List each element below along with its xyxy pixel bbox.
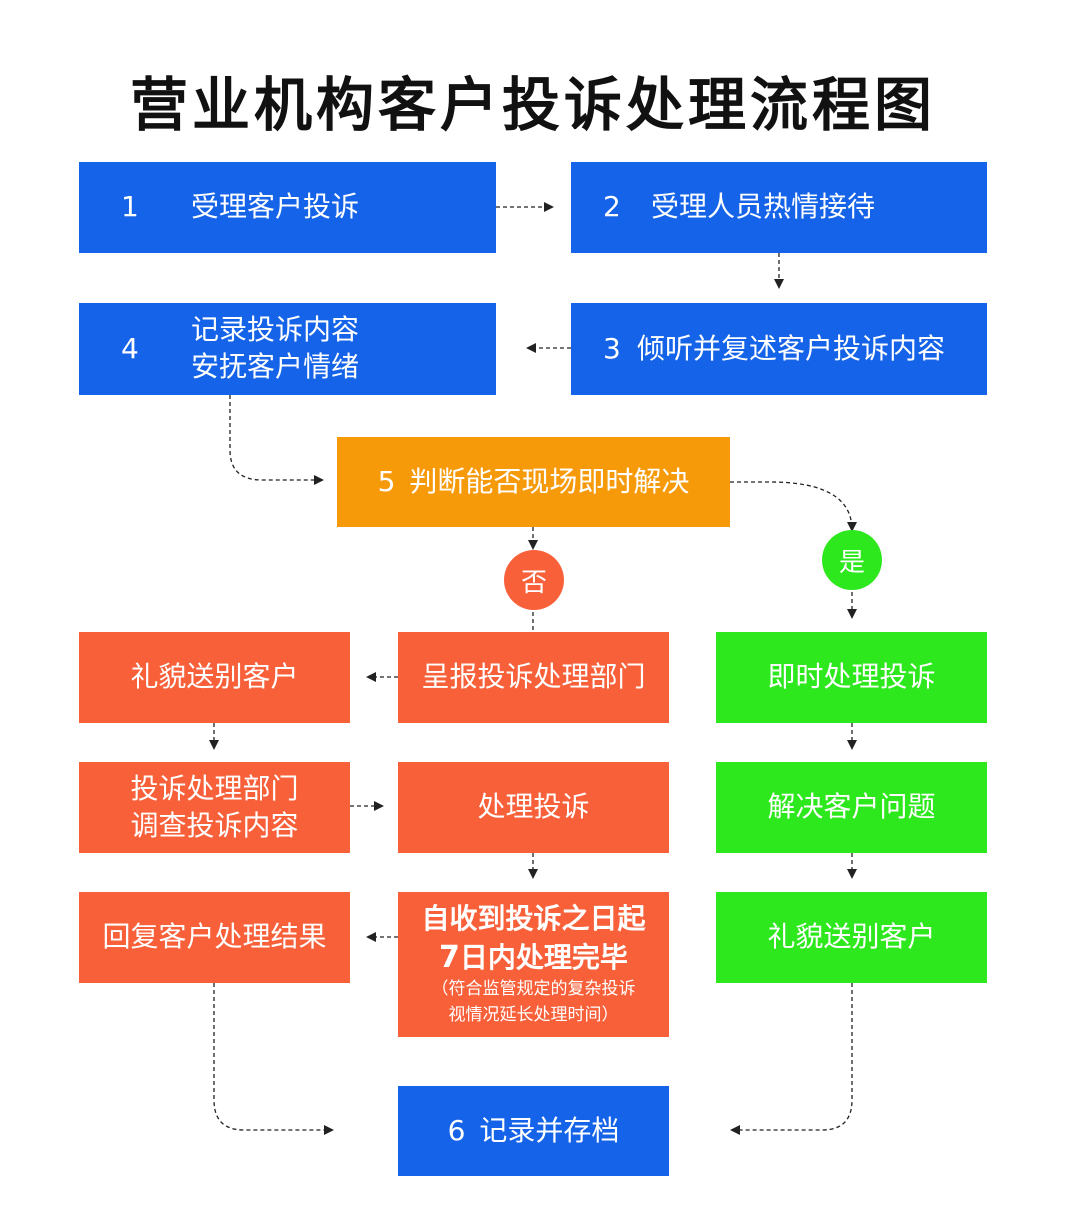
deadline-note-line1: （符合监管规定的复杂投诉 (431, 979, 636, 1000)
step-6-box: 6 记录并存档 (398, 1086, 669, 1176)
reply-result-box: 回复客户处理结果 (79, 892, 350, 983)
farewell-customer-yes-box: 礼貌送别客户 (716, 892, 987, 983)
step-2-text: 受理人员热情接待 (651, 190, 876, 224)
yes-circle: 是 (822, 530, 882, 590)
arrow-5-to-yes (730, 481, 857, 532)
deadline-note-line2: 视情况延长处理时间） (448, 1004, 619, 1025)
step-5-decision-box: 5 判断能否现场即时解决 (337, 437, 730, 527)
deadline-line1: 自收到投诉之日起 (421, 901, 646, 935)
investigate-line2: 调查投诉内容 (130, 808, 299, 842)
deadline-days: 7 (439, 939, 460, 975)
arrow-4-to-5 (229, 395, 324, 485)
step-1-number: 1 (121, 190, 139, 224)
investigate-box: 投诉处理部门 调查投诉内容 (79, 762, 350, 853)
deadline-box: 自收到投诉之日起 7日内处理完毕 （符合监管规定的复杂投诉 视情况延长处理时间） (398, 892, 669, 1037)
step-2-box: 2 受理人员热情接待 (571, 162, 987, 253)
farewell-customer-box: 礼貌送别客户 (79, 632, 350, 723)
deadline-line2: 日内处理完毕 (459, 940, 628, 974)
step-4-text-line1: 记录投诉内容 (191, 313, 360, 347)
step-5-text: 判断能否现场即时解决 (409, 464, 690, 498)
step-2-number: 2 (603, 190, 621, 224)
step-4-number: 4 (121, 331, 139, 365)
arrow-reply-to-archive (213, 983, 334, 1135)
step-3-text: 倾听并复述客户投诉内容 (637, 331, 946, 365)
handle-complaint-box: 处理投诉 (398, 762, 669, 853)
page-title: 营业机构客户投诉处理流程图 (129, 71, 936, 139)
step-4-box: 4 记录投诉内容 安抚客户情绪 (79, 303, 496, 395)
arrow-farewell-yes-to-archive (730, 983, 853, 1135)
handle-now-box: 即时处理投诉 (716, 632, 987, 723)
step-5-number: 5 (377, 464, 396, 498)
report-department-box: 呈报投诉处理部门 (398, 632, 669, 723)
step-3-number: 3 (603, 331, 621, 365)
solve-problem-box: 解决客户问题 (716, 762, 987, 853)
no-circle: 否 (504, 550, 564, 610)
step-6-text: 记录并存档 (479, 1113, 620, 1147)
step-6-number: 6 (447, 1113, 466, 1147)
step-3-box: 3 倾听并复述客户投诉内容 (571, 303, 987, 395)
investigate-line1: 投诉处理部门 (130, 771, 299, 805)
step-1-text: 受理客户投诉 (191, 190, 360, 224)
step-1-box: 1 受理客户投诉 (79, 162, 496, 253)
step-4-text-line2: 安抚客户情绪 (191, 350, 360, 383)
